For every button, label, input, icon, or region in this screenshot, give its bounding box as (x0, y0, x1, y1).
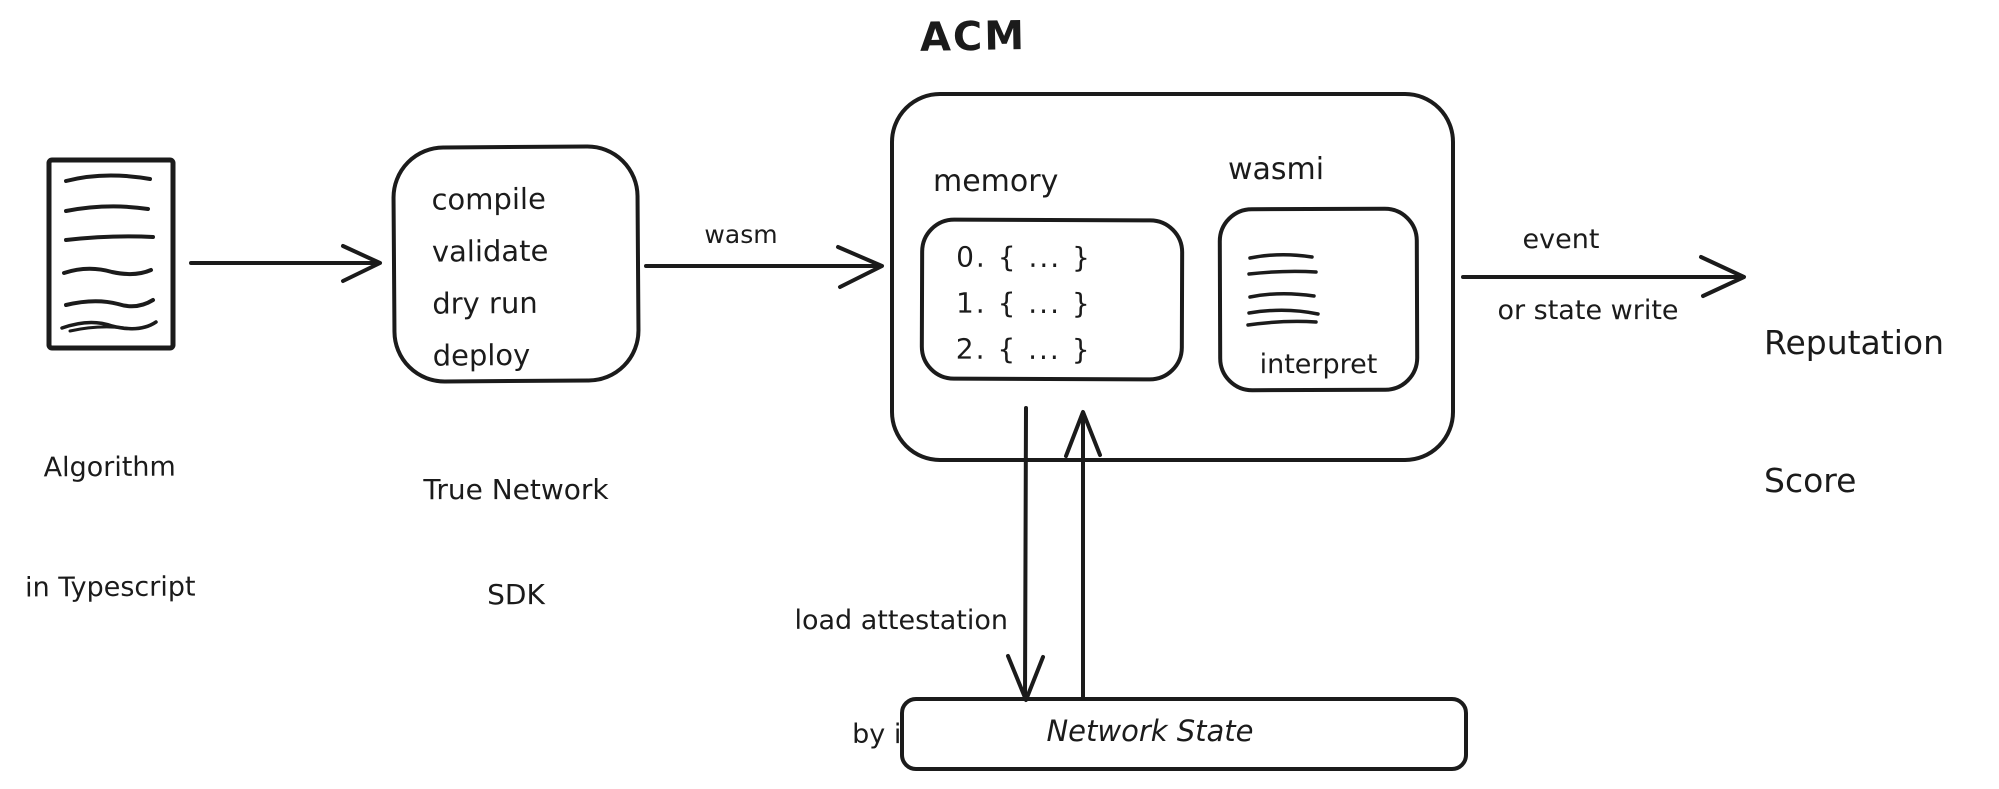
memory-entries-list: 0. { ... } 1. { ... } 2. { ... } (924, 222, 1181, 374)
network-state-label: Network State (1046, 714, 1254, 748)
algorithm-label-line1: Algorithm (43, 451, 176, 484)
reputation-line1: Reputation (1764, 323, 1944, 362)
sdk-steps-list: compile validate dry run deploy (395, 148, 637, 382)
document-icon (46, 157, 176, 351)
sdk-node-caption: True Network SDK (368, 402, 664, 682)
wasm-arrow-label: wasm (704, 220, 778, 249)
memory-entry-1: 1. { ... } (955, 286, 1092, 321)
sdk-caption-line1: True Network (423, 473, 609, 506)
network-state-box (900, 697, 1468, 771)
sdk-step-dry-run: dry run (432, 285, 538, 321)
sdk-step-validate: validate (431, 233, 549, 269)
wasmi-caption: interpret (1259, 349, 1378, 380)
arrow-acm-to-reputation (1461, 255, 1746, 298)
acm-title: ACM (919, 13, 1027, 61)
arrow-sdk-to-acm (644, 245, 884, 289)
arrow-algorithm-to-sdk (189, 244, 382, 283)
algorithm-node-label: Algorithm in Typescript (5, 367, 215, 688)
reputation-score-label: Reputation Score (1764, 228, 1994, 596)
sdk-step-compile: compile (431, 181, 546, 217)
memory-box: 0. { ... } 1. { ... } 2. { ... } (919, 217, 1185, 382)
sdk-caption-line2: SDK (487, 578, 545, 611)
algorithm-label-line2: in Typescript (24, 571, 196, 604)
attestation-label-line1: load attestation (794, 605, 1008, 636)
output-arrow-label-below: or state write (1497, 295, 1679, 326)
output-arrow-label-above: event (1522, 224, 1600, 255)
memory-entry-2: 2. { ... } (955, 332, 1092, 367)
reputation-line2: Score (1764, 461, 1857, 500)
sdk-node-box: compile validate dry run deploy (391, 144, 641, 384)
memory-label: memory (933, 164, 1059, 199)
memory-entry-0: 0. { ... } (956, 240, 1092, 275)
wasmi-label: wasmi (1228, 152, 1325, 187)
sdk-step-deploy: deploy (432, 337, 531, 373)
